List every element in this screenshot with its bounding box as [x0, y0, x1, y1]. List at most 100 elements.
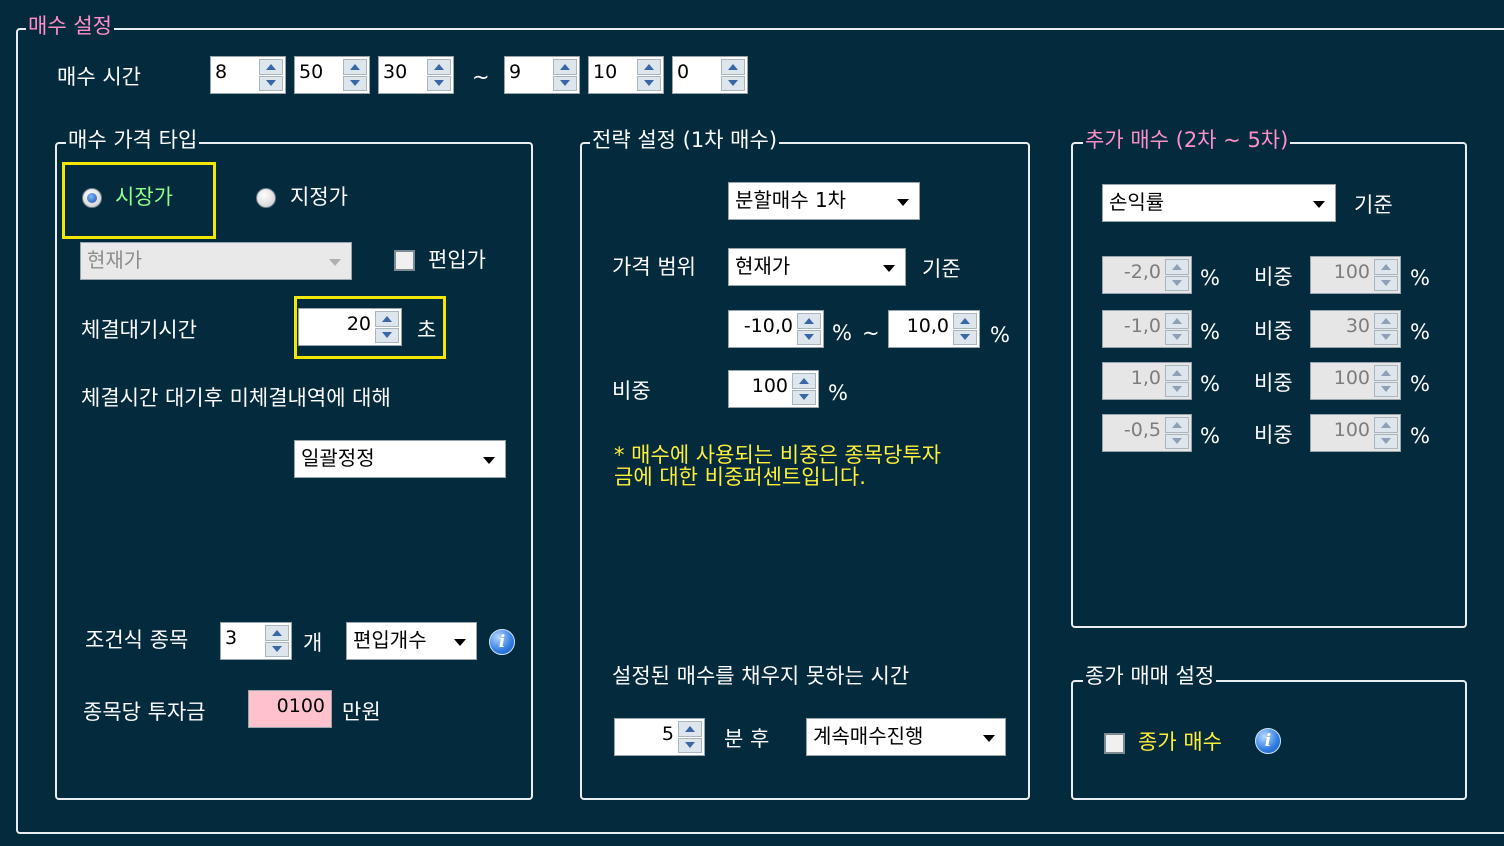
spin-down-icon[interactable]	[1374, 381, 1398, 397]
condition-stock-spinner[interactable]: 3	[220, 622, 292, 660]
spin-up-icon[interactable]	[1374, 259, 1398, 275]
spin-up-icon[interactable]	[637, 59, 661, 75]
spin-up-icon[interactable]	[427, 59, 451, 75]
end-minute-spinner[interactable]: 10	[588, 56, 664, 94]
additional-pct-unit-1: %	[1200, 266, 1220, 290]
market-price-label[interactable]: 시장가	[115, 185, 173, 209]
strategy-group	[580, 142, 1030, 800]
include-price-checkbox[interactable]	[394, 250, 415, 271]
additional-weight-unit-1: %	[1410, 266, 1430, 290]
weight-spinner[interactable]: 100	[728, 370, 819, 408]
spin-down-icon[interactable]	[1165, 329, 1189, 345]
spin-down-icon[interactable]	[953, 329, 977, 345]
start-minute-spinner[interactable]: 50	[294, 56, 370, 94]
start-second-spinner[interactable]: 30	[378, 56, 454, 94]
end-hour-spinner[interactable]: 9	[504, 56, 580, 94]
spin-up-icon[interactable]	[953, 313, 977, 329]
closing-buy-checkbox[interactable]	[1104, 733, 1125, 754]
price-type-title: 매수 가격 타입	[66, 128, 200, 152]
spin-up-icon[interactable]	[265, 625, 289, 641]
range-from-unit: %	[832, 321, 852, 345]
market-price-radio[interactable]	[82, 188, 102, 208]
spin-down-icon[interactable]	[637, 75, 661, 91]
spin-down-icon[interactable]	[1165, 381, 1189, 397]
spin-up-icon[interactable]	[1374, 365, 1398, 381]
unfilled-time-unit: 분 후	[724, 727, 770, 751]
spin-down-icon[interactable]	[721, 75, 745, 91]
additional-weight-label-4: 비중	[1254, 423, 1293, 447]
wait-time-spinner[interactable]: 20	[298, 308, 402, 346]
condition-count-dropdown[interactable]: 편입개수	[346, 622, 477, 660]
additional-weight-label-2: 비중	[1254, 319, 1293, 343]
additional-pct-value-1: -2,0	[1123, 261, 1161, 283]
spin-down-icon[interactable]	[792, 389, 816, 405]
additional-weight-unit-3: %	[1410, 372, 1430, 396]
spin-up-icon[interactable]	[1165, 313, 1189, 329]
include-price-label[interactable]: 편입가	[428, 248, 486, 272]
unfilled-action-dropdown[interactable]: 계속매수진행	[806, 718, 1006, 756]
spin-down-icon[interactable]	[343, 75, 367, 91]
additional-weight-spinner-2[interactable]: 30	[1310, 310, 1401, 348]
additional-pct-spinner-2[interactable]: -1,0	[1102, 310, 1192, 348]
invest-amount-value: 0100	[276, 695, 325, 717]
additional-basis-value: 손익률	[1109, 190, 1165, 214]
price-range-dropdown[interactable]: 현재가	[728, 248, 906, 286]
spin-up-icon[interactable]	[553, 59, 577, 75]
start-hour-spinner[interactable]: 8	[210, 56, 286, 94]
spin-down-icon[interactable]	[553, 75, 577, 91]
invest-amount-input[interactable]: 0100	[248, 690, 332, 728]
spin-up-icon[interactable]	[1165, 365, 1189, 381]
spin-up-icon[interactable]	[343, 59, 367, 75]
spin-up-icon[interactable]	[797, 313, 821, 329]
spin-up-icon[interactable]	[375, 311, 399, 327]
spin-down-icon[interactable]	[375, 327, 399, 343]
spin-down-icon[interactable]	[1374, 275, 1398, 291]
additional-pct-spinner-4[interactable]: -0,5	[1102, 414, 1192, 452]
end-minute-value: 10	[593, 61, 618, 83]
unfilled-time-value: 5	[661, 723, 674, 745]
spin-up-icon[interactable]	[259, 59, 283, 75]
range-to-spinner[interactable]: 10,0	[888, 310, 980, 348]
spin-up-icon[interactable]	[1165, 259, 1189, 275]
spin-down-icon[interactable]	[265, 641, 289, 657]
price-select-dropdown[interactable]: 현재가	[80, 242, 352, 280]
spin-up-icon[interactable]	[1374, 313, 1398, 329]
limit-price-label[interactable]: 지정가	[290, 185, 348, 209]
additional-buy-title: 추가 매수 (2차 ~ 5차)	[1083, 128, 1291, 152]
spin-down-icon[interactable]	[797, 329, 821, 345]
chevron-down-icon	[483, 457, 495, 464]
spin-down-icon[interactable]	[1165, 275, 1189, 291]
additional-weight-spinner-4[interactable]: 100	[1310, 414, 1401, 452]
spin-up-icon[interactable]	[1374, 417, 1398, 433]
range-from-spinner[interactable]: -10,0	[728, 310, 824, 348]
info-icon[interactable]: i	[1255, 728, 1281, 754]
market-price-highlight	[62, 162, 216, 239]
additional-pct-spinner-1[interactable]: -2,0	[1102, 256, 1192, 294]
additional-weight-label-3: 비중	[1254, 371, 1293, 395]
spin-up-icon[interactable]	[678, 721, 702, 737]
spin-down-icon[interactable]	[427, 75, 451, 91]
end-second-spinner[interactable]: 0	[672, 56, 748, 94]
spin-down-icon[interactable]	[1165, 433, 1189, 449]
limit-price-radio[interactable]	[256, 188, 276, 208]
chevron-down-icon	[454, 639, 466, 646]
spin-up-icon[interactable]	[792, 373, 816, 389]
additional-weight-spinner-1[interactable]: 100	[1310, 256, 1401, 294]
wait-time-highlight	[294, 296, 446, 359]
closing-buy-label[interactable]: 종가 매수	[1138, 730, 1222, 754]
range-separator: ~	[862, 321, 880, 345]
spin-up-icon[interactable]	[721, 59, 745, 75]
spin-down-icon[interactable]	[259, 75, 283, 91]
spin-up-icon[interactable]	[1165, 417, 1189, 433]
spin-down-icon[interactable]	[1374, 433, 1398, 449]
chevron-down-icon	[883, 265, 895, 272]
after-wait-dropdown[interactable]: 일괄정정	[294, 440, 506, 478]
spin-down-icon[interactable]	[678, 737, 702, 753]
additional-weight-spinner-3[interactable]: 100	[1310, 362, 1401, 400]
unfilled-time-spinner[interactable]: 5	[614, 718, 705, 756]
additional-pct-spinner-3[interactable]: 1,0	[1102, 362, 1192, 400]
split-buy-dropdown[interactable]: 분할매수 1차	[728, 182, 920, 220]
spin-down-icon[interactable]	[1374, 329, 1398, 345]
info-icon[interactable]: i	[489, 629, 515, 655]
additional-basis-dropdown[interactable]: 손익률	[1102, 184, 1336, 222]
